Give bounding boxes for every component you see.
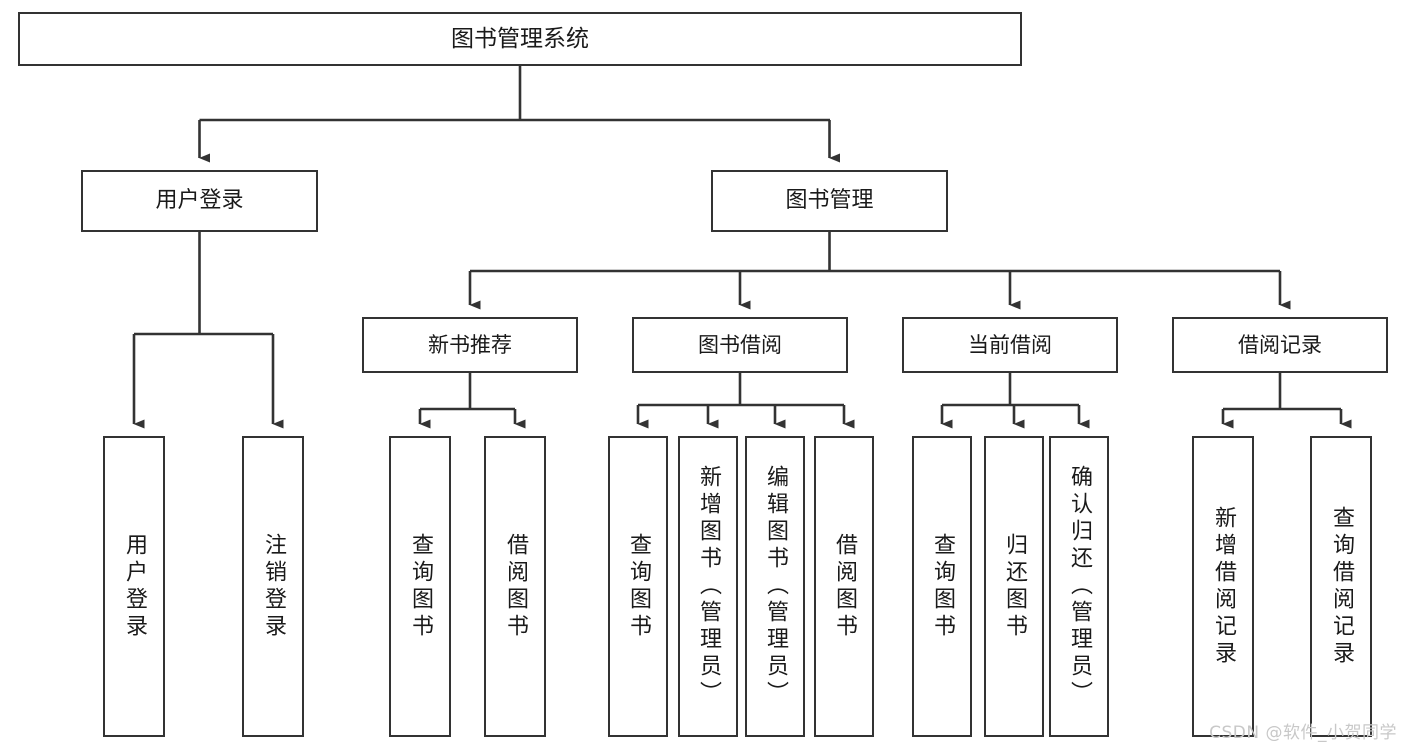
leaf-return-book[interactable]: 归还图书 xyxy=(984,436,1044,737)
leaf-query-book-current-label: 查询图书 xyxy=(930,532,955,641)
node-current-borrow[interactable]: 当前借阅 xyxy=(902,317,1118,373)
leaf-user-login-label: 用户登录 xyxy=(122,532,147,641)
watermark: CSDN @软件_小贺同学 xyxy=(1209,723,1397,743)
leaf-edit-book-admin[interactable]: 编辑图书（管理员） xyxy=(745,436,805,737)
leaf-add-borrow-record[interactable]: 新增借阅记录 xyxy=(1192,436,1254,737)
node-borrow-record-label: 借阅记录 xyxy=(1238,332,1322,357)
node-book-borrow-label: 图书借阅 xyxy=(698,332,782,357)
leaf-borrow-book-label: 借阅图书 xyxy=(832,532,857,641)
node-book-borrow[interactable]: 图书借阅 xyxy=(632,317,848,373)
leaf-query-book-current[interactable]: 查询图书 xyxy=(912,436,972,737)
node-new-book-recommend-label: 新书推荐 xyxy=(428,332,512,357)
leaf-confirm-return-admin[interactable]: 确认归还（管理员） xyxy=(1049,436,1109,737)
leaf-return-book-label: 归还图书 xyxy=(1002,532,1027,641)
leaf-query-borrow-record[interactable]: 查询借阅记录 xyxy=(1310,436,1372,737)
leaf-query-book-recommend[interactable]: 查询图书 xyxy=(389,436,451,737)
node-user-login[interactable]: 用户登录 xyxy=(81,170,318,232)
leaf-borrow-book[interactable]: 借阅图书 xyxy=(814,436,874,737)
leaf-query-book-recommend-label: 查询图书 xyxy=(408,532,433,641)
leaf-add-book-admin[interactable]: 新增图书（管理员） xyxy=(678,436,738,737)
leaf-logout-label: 注销登录 xyxy=(261,532,286,641)
leaf-user-login[interactable]: 用户登录 xyxy=(103,436,165,737)
leaf-edit-book-admin-label: 编辑图书（管理员） xyxy=(763,465,788,708)
node-book-manage[interactable]: 图书管理 xyxy=(711,170,948,232)
node-borrow-record[interactable]: 借阅记录 xyxy=(1172,317,1388,373)
leaf-query-book-borrow-label: 查询图书 xyxy=(626,532,651,641)
node-root[interactable]: 图书管理系统 xyxy=(18,12,1022,66)
leaf-confirm-return-admin-label: 确认归还（管理员） xyxy=(1067,465,1092,708)
leaf-borrow-book-recommend-label: 借阅图书 xyxy=(503,532,528,641)
leaf-logout[interactable]: 注销登录 xyxy=(242,436,304,737)
node-book-manage-label: 图书管理 xyxy=(785,188,874,213)
leaf-add-book-admin-label: 新增图书（管理员） xyxy=(696,465,721,708)
node-user-login-label: 用户登录 xyxy=(155,188,244,213)
node-current-borrow-label: 当前借阅 xyxy=(968,332,1052,357)
node-root-label: 图书管理系统 xyxy=(451,25,589,52)
leaf-borrow-book-recommend[interactable]: 借阅图书 xyxy=(484,436,546,737)
leaf-query-book-borrow[interactable]: 查询图书 xyxy=(608,436,668,737)
leaf-query-borrow-record-label: 查询借阅记录 xyxy=(1329,505,1354,668)
leaf-add-borrow-record-label: 新增借阅记录 xyxy=(1211,505,1236,668)
node-new-book-recommend[interactable]: 新书推荐 xyxy=(362,317,578,373)
